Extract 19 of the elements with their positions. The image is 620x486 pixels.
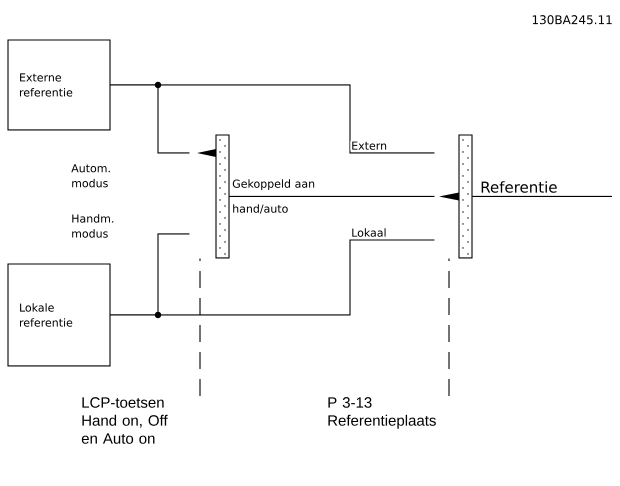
leader-line: [448, 258, 450, 396]
connector-line: [472, 196, 612, 198]
edge-label: Referentie: [479, 180, 559, 194]
edge-label: Lokaal: [350, 227, 388, 238]
switch-symbol: [439, 134, 473, 259]
mode-label: Handm. modus: [72, 214, 114, 238]
reference-box: Externe referentie: [7, 39, 111, 131]
connector-line: [110, 239, 434, 316]
connector-line: [110, 84, 434, 154]
switch-symbol: [197, 134, 230, 259]
annotation-text: LCP-toetsen Hand on, Off en Auto on: [82, 397, 168, 444]
edge-label: Extern: [350, 140, 388, 151]
mode-label: Autom. modus: [71, 164, 110, 188]
leader-line: [199, 258, 201, 396]
annotation-text: P 3-13 Referentieplaats: [328, 397, 436, 429]
connector-line: [230, 196, 434, 198]
reference-box: Lokale referentie: [7, 263, 111, 367]
edge-label: Gekoppeld aan hand/auto: [232, 179, 314, 214]
drawing-number: 130BA245.11: [532, 15, 612, 24]
